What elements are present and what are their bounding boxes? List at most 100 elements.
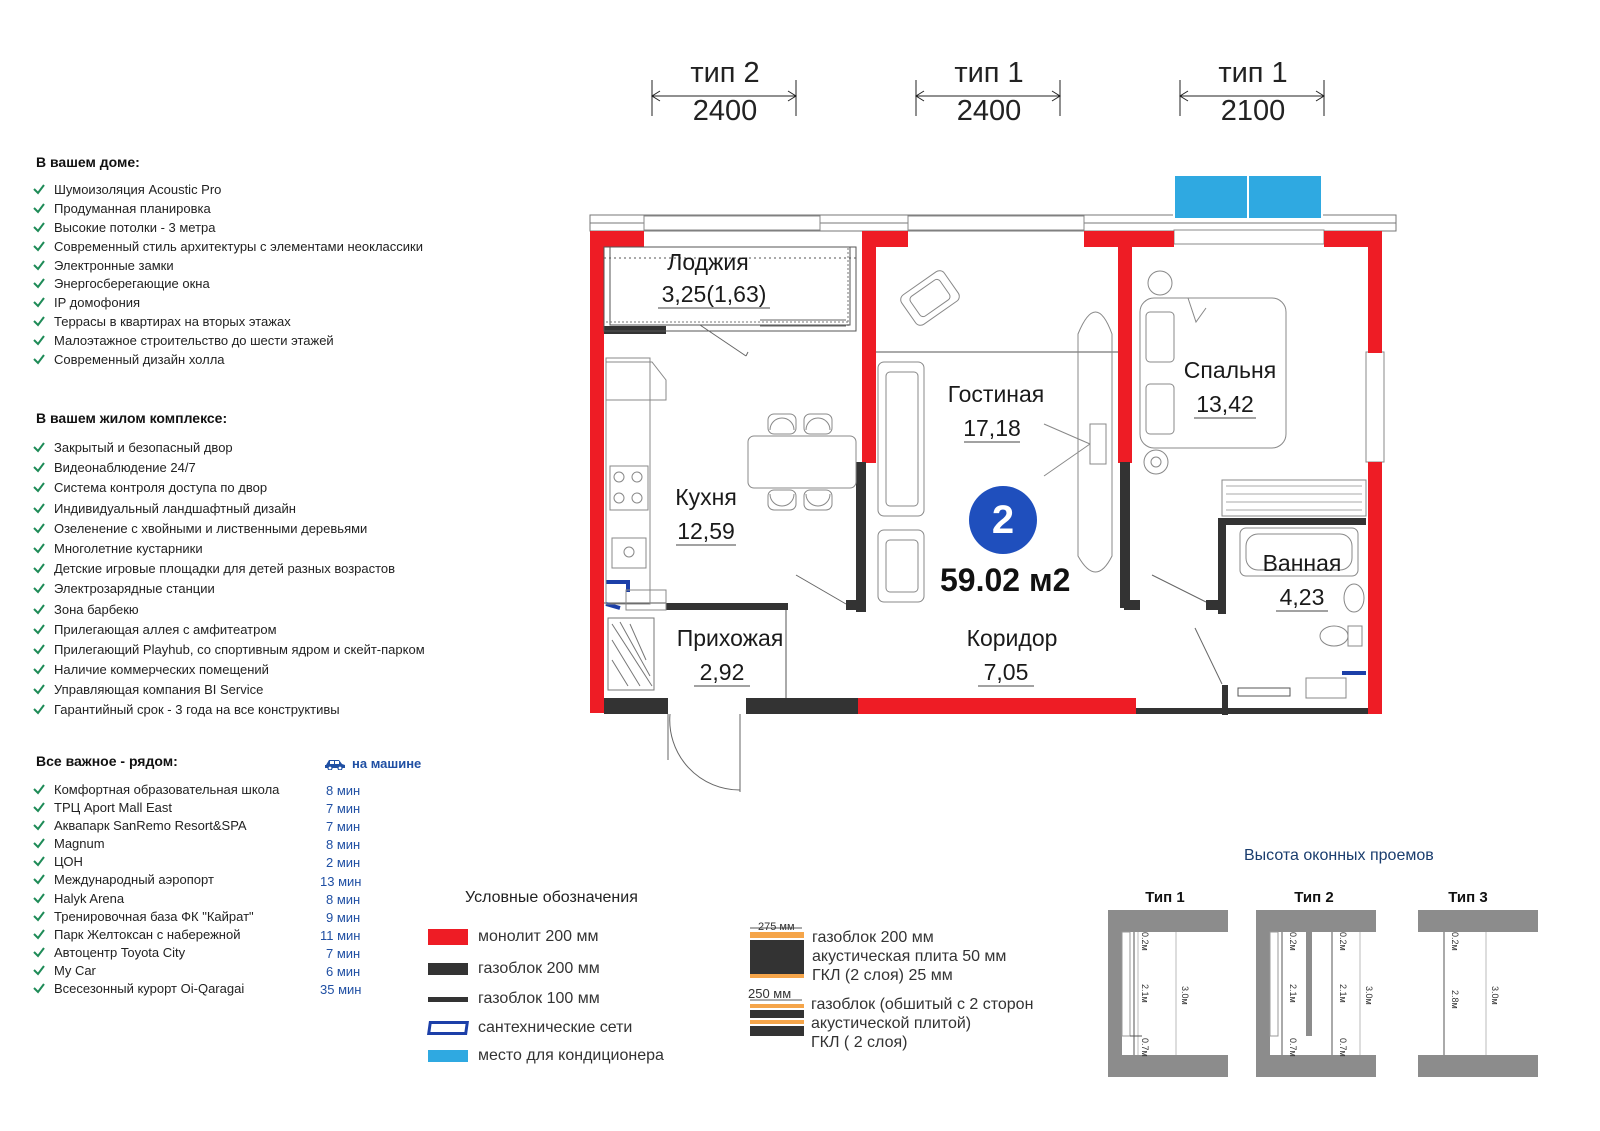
car-label-text: на машине bbox=[352, 756, 422, 771]
list-item-text: Высокие потолки - 3 метра bbox=[54, 219, 216, 235]
room-name-bedroom: Спальня bbox=[1184, 357, 1276, 383]
list-item-text: Видеонаблюдение 24/7 bbox=[54, 460, 196, 476]
check-icon bbox=[33, 278, 45, 289]
list-item: Видеонаблюдение 24/7 bbox=[32, 461, 425, 481]
travel-time: 8 мин bbox=[326, 783, 361, 798]
win2-mid: 2.1м bbox=[1288, 984, 1298, 1003]
legend-item-gasblock-200: газоблок 200 мм bbox=[428, 960, 600, 978]
list-item-text: Прилегающий Playhub, со спортивным ядром… bbox=[54, 641, 425, 657]
bedroom-furniture bbox=[1139, 270, 1367, 517]
room-name-corridor: Коридор bbox=[967, 625, 1058, 651]
legend-swatch-monolith bbox=[428, 929, 468, 945]
living-furniture bbox=[877, 270, 1113, 603]
list-item-text: Гарантийный срок - 3 года на все констру… bbox=[54, 702, 340, 718]
list-item: IP домофония bbox=[32, 296, 423, 315]
list-item: Индивидуальный ландшафтный дизайн bbox=[32, 502, 425, 522]
list-item: Детские игровые площадки для детей разны… bbox=[32, 562, 425, 582]
legend-label: монолит 200 мм bbox=[478, 928, 599, 945]
room-name-living: Гостиная bbox=[948, 381, 1045, 407]
list-item-text: Всесезонный курорт Oi-Qaragai bbox=[54, 981, 245, 997]
window-type-2-diagram: 0.2м 2.1м 0.7м 0.2м 2.1м 0.7м 3.0м bbox=[1256, 910, 1376, 1077]
dimension-size: 2100 bbox=[1220, 95, 1286, 127]
car-icon bbox=[325, 759, 345, 770]
dimension-type: тип 1 bbox=[954, 57, 1024, 89]
win2-top: 0.2м bbox=[1288, 932, 1298, 951]
dimension-arrow bbox=[915, 80, 1061, 116]
list-item: Многолетние кустарники bbox=[32, 542, 425, 562]
travel-time: 6 мин bbox=[326, 964, 361, 979]
list-item-text: IP домофония bbox=[54, 295, 141, 311]
acoustic-line: газоблок (обшитый с 2 сторон bbox=[811, 996, 1034, 1013]
list-item-text: Парк Желтоксан с набережной bbox=[54, 926, 241, 942]
list-item: Наличие коммерческих помещений bbox=[32, 663, 425, 683]
travel-time: 7 мин bbox=[326, 945, 361, 961]
acoustic-2-description: газоблок (обшитый с 2 сторон акустическо… bbox=[811, 995, 1033, 1052]
win1-mid: 2.1м bbox=[1140, 984, 1150, 1003]
check-icon bbox=[33, 583, 45, 594]
list-item-text: Шумоизоляция Acoustic Pro bbox=[54, 182, 222, 197]
list-item: Аквапарк SanRemo Resort&SPA bbox=[32, 819, 279, 837]
apartment-total-area: 59.02 м2 bbox=[940, 562, 1071, 598]
acoustic-line: газоблок 200 мм bbox=[812, 929, 934, 946]
check-icon bbox=[33, 335, 45, 346]
room-area-living: 17,18 bbox=[963, 415, 1021, 441]
list-item: Парк Желтоксан с набережной bbox=[32, 928, 279, 946]
dimension-arrow bbox=[1179, 80, 1325, 116]
win3-top: 0.2м bbox=[1450, 932, 1460, 951]
list-item: ЦОН bbox=[32, 855, 279, 873]
list-item: Система контроля доступа по двор bbox=[32, 481, 425, 501]
list-item: Современный стиль архитектуры с элемента… bbox=[32, 240, 423, 259]
check-icon bbox=[33, 802, 45, 813]
legend-label: сантехнические сети bbox=[478, 1019, 633, 1036]
list-item-text: Продуманная планировка bbox=[54, 200, 211, 216]
list-item: ТРЦ Aport Mall East bbox=[32, 801, 279, 819]
room-name-bathroom: Ванная bbox=[1263, 550, 1342, 576]
list-item-text: Электрозарядные станции bbox=[54, 581, 215, 597]
list-item-text: Halyk Arena bbox=[54, 890, 125, 906]
win1-bottom: 0.7м bbox=[1140, 1038, 1150, 1057]
check-icon bbox=[33, 523, 45, 534]
check-icon bbox=[33, 354, 45, 365]
check-icon bbox=[33, 241, 45, 252]
list-item: Гарантийный срок - 3 года на все констру… bbox=[32, 703, 425, 723]
travel-time: 7 мин bbox=[326, 819, 361, 835]
room-name-hall: Прихожая bbox=[677, 625, 784, 651]
list-item: Прилегающая аллея с амфитеатром bbox=[32, 623, 425, 643]
complex-section-title: В вашем жилом комплексе: bbox=[36, 410, 228, 426]
legend-label: газоблок 200 мм bbox=[478, 960, 600, 977]
list-item: Управляющая компания BI Service bbox=[32, 683, 425, 703]
dimension-marker-3: тип 1 2100 bbox=[1178, 58, 1328, 126]
list-item-text: ТРЦ Aport Mall East bbox=[54, 800, 172, 816]
list-item: Закрытый и безопасный двор bbox=[32, 441, 425, 461]
acoustic-line: акустической плитой) bbox=[811, 1015, 972, 1032]
win3-mid: 2.8м bbox=[1450, 990, 1460, 1009]
list-item-text: ЦОН bbox=[54, 854, 83, 870]
list-item: Малоэтажное строительство до шести этаже… bbox=[32, 334, 423, 353]
loggia-hatch bbox=[606, 248, 850, 328]
dimension-size: 2400 bbox=[956, 95, 1022, 127]
list-item: Международный аэропорт bbox=[32, 873, 279, 891]
check-icon bbox=[33, 644, 45, 655]
win2-bottom-b: 0.7м bbox=[1338, 1038, 1348, 1057]
room-area-loggia: 3,25(1,63) bbox=[662, 281, 767, 307]
check-icon bbox=[33, 664, 45, 675]
check-icon bbox=[33, 603, 45, 615]
check-icon bbox=[33, 316, 45, 327]
check-icon bbox=[33, 784, 45, 795]
legend-swatch-gasblock-200 bbox=[428, 963, 468, 975]
win2-total: 3.0м bbox=[1364, 986, 1374, 1005]
monolith-walls bbox=[590, 231, 1382, 714]
dimension-marker-1: тип 2 2400 bbox=[650, 58, 800, 126]
win1-top: 0.2м bbox=[1140, 932, 1150, 951]
list-item: Magnum bbox=[32, 837, 279, 855]
dimension-arrow bbox=[651, 80, 797, 116]
acoustic-1-description: газоблок 200 мм акустическая плита 50 мм… bbox=[812, 928, 1006, 985]
dimension-type: тип 2 bbox=[690, 57, 760, 89]
check-icon bbox=[33, 874, 45, 885]
travel-time: 2 мин bbox=[326, 855, 361, 871]
window-type-1-title: Тип 1 bbox=[1145, 889, 1185, 906]
check-icon bbox=[33, 704, 45, 715]
legend-swatch-ac bbox=[428, 1050, 468, 1062]
list-item: Зона барбекю bbox=[32, 603, 425, 623]
list-item-text: Малоэтажное строительство до шести этаже… bbox=[54, 333, 334, 349]
